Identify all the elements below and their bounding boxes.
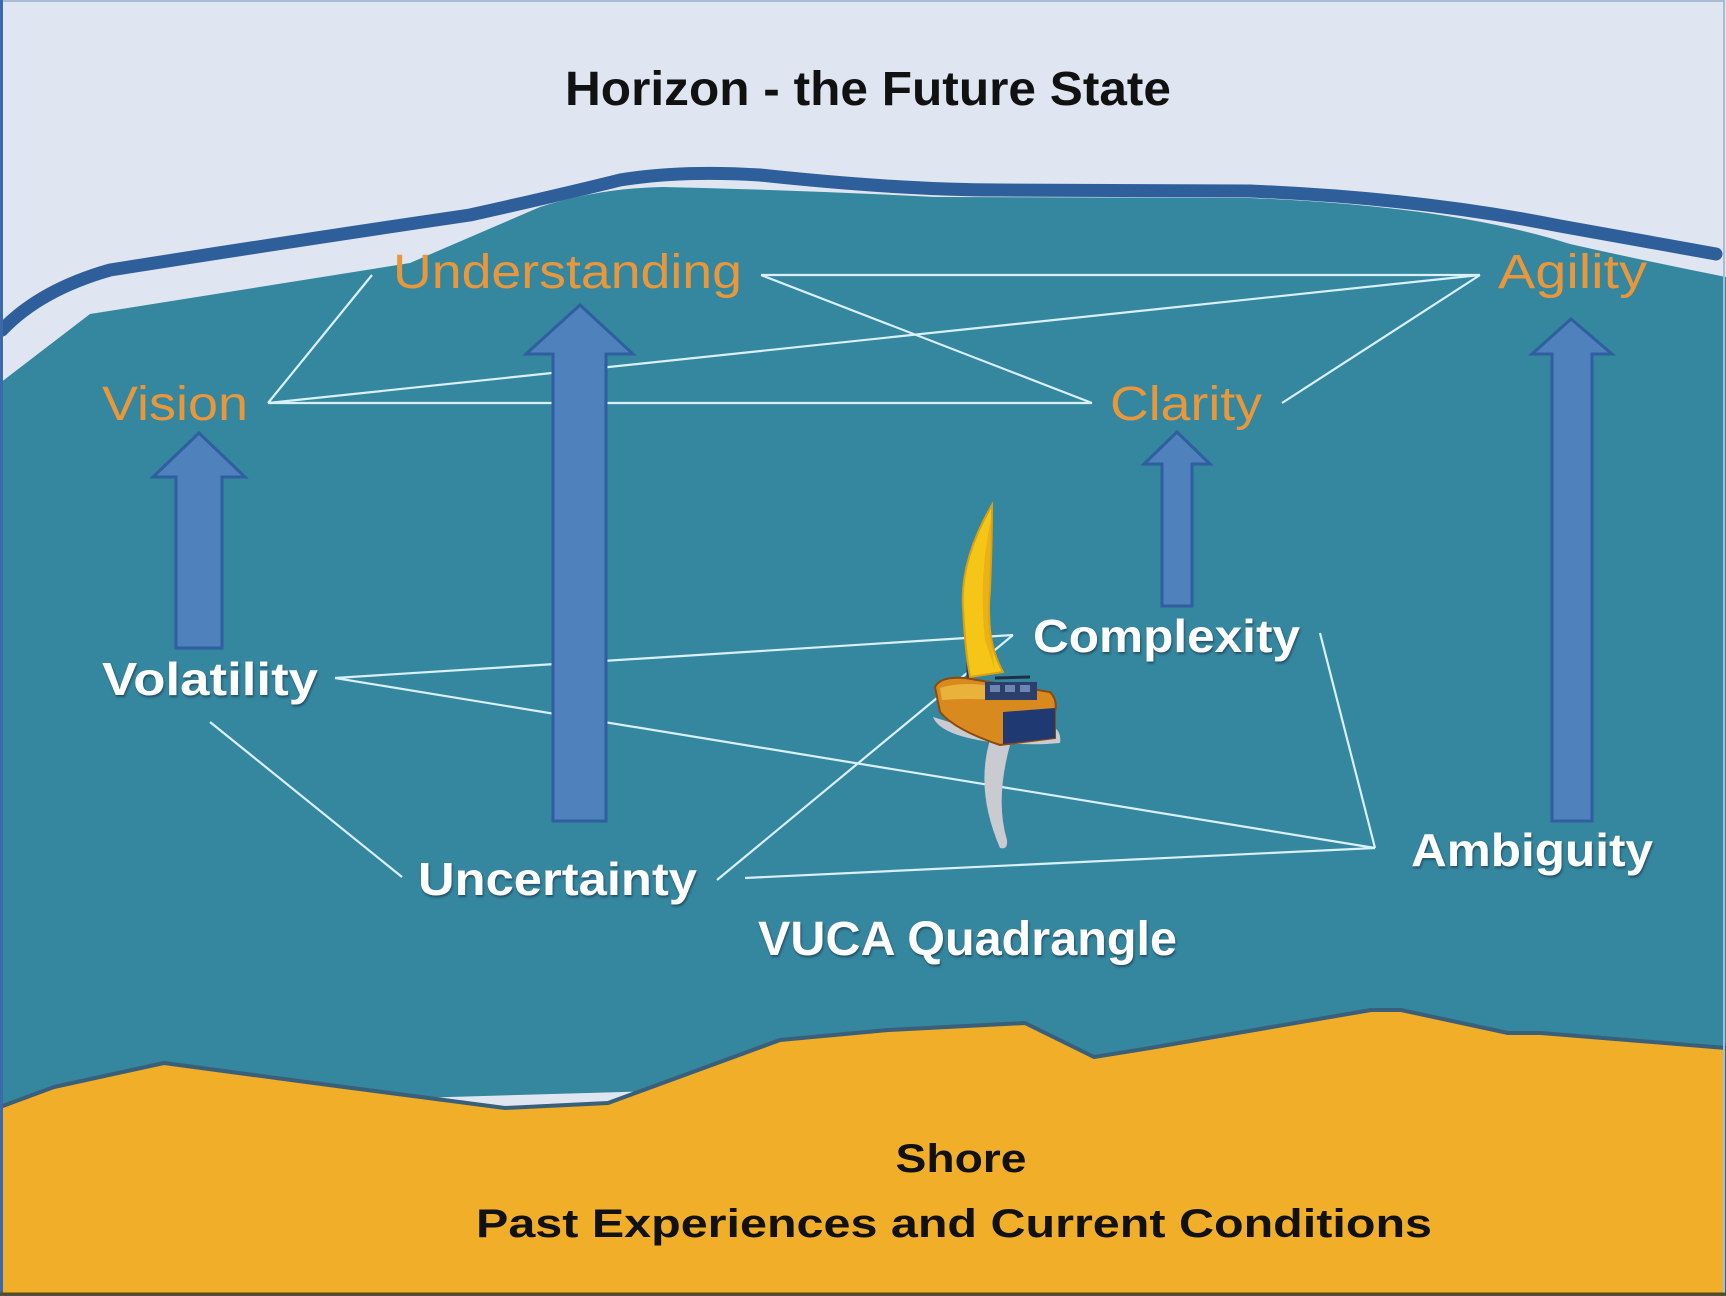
label-vision: Vision xyxy=(102,378,248,431)
sailboat-icon xyxy=(933,501,1061,849)
line-vision-agility xyxy=(267,273,1481,405)
line-complexity-ambiguity xyxy=(1318,632,1377,849)
arrow-up-icon-vision xyxy=(149,430,249,650)
growth-arrows xyxy=(149,302,1617,823)
vuca-connectors xyxy=(209,632,1377,881)
shore-title: Shore xyxy=(896,1137,1027,1181)
arrow-up-icon-understanding xyxy=(522,302,637,823)
shore-subtitle: Past Experiences and Current Conditions xyxy=(476,1202,1432,1246)
line-volatility-complexity xyxy=(334,633,1014,680)
line-uncertainty-complexity xyxy=(716,634,1014,881)
label-clarity: Clarity xyxy=(1110,378,1262,431)
label-volatility: Volatility xyxy=(102,653,318,705)
water-region xyxy=(0,187,1726,1110)
horizon-band xyxy=(0,166,1723,337)
line-volatility-uncertainty xyxy=(209,721,403,878)
label-vuca-quadrangle: VUCA Quadrangle xyxy=(758,913,1177,966)
line-volatility-ambiguity xyxy=(334,676,1376,850)
line-uncertainty-ambiguity xyxy=(744,846,1376,880)
label-agility: Agility xyxy=(1498,246,1647,299)
horizon-title: Horizon - the Future State xyxy=(565,63,1171,116)
vuca-labels: Volatility Complexity Uncertainty Ambigu… xyxy=(102,610,1653,966)
line-vision-understanding xyxy=(267,274,373,404)
line-understanding-clarity xyxy=(760,273,1093,405)
arrow-up-icon-clarity xyxy=(1140,429,1214,608)
label-ambiguity: Ambiguity xyxy=(1411,824,1653,876)
label-understanding: Understanding xyxy=(393,246,742,299)
label-complexity: Complexity xyxy=(1033,610,1300,662)
shore-region xyxy=(0,1008,1726,1296)
arrow-up-icon-agility xyxy=(1528,317,1617,823)
line-clarity-agility xyxy=(1281,274,1481,404)
outcome-connectors xyxy=(267,273,1481,405)
label-uncertainty: Uncertainty xyxy=(418,853,697,905)
